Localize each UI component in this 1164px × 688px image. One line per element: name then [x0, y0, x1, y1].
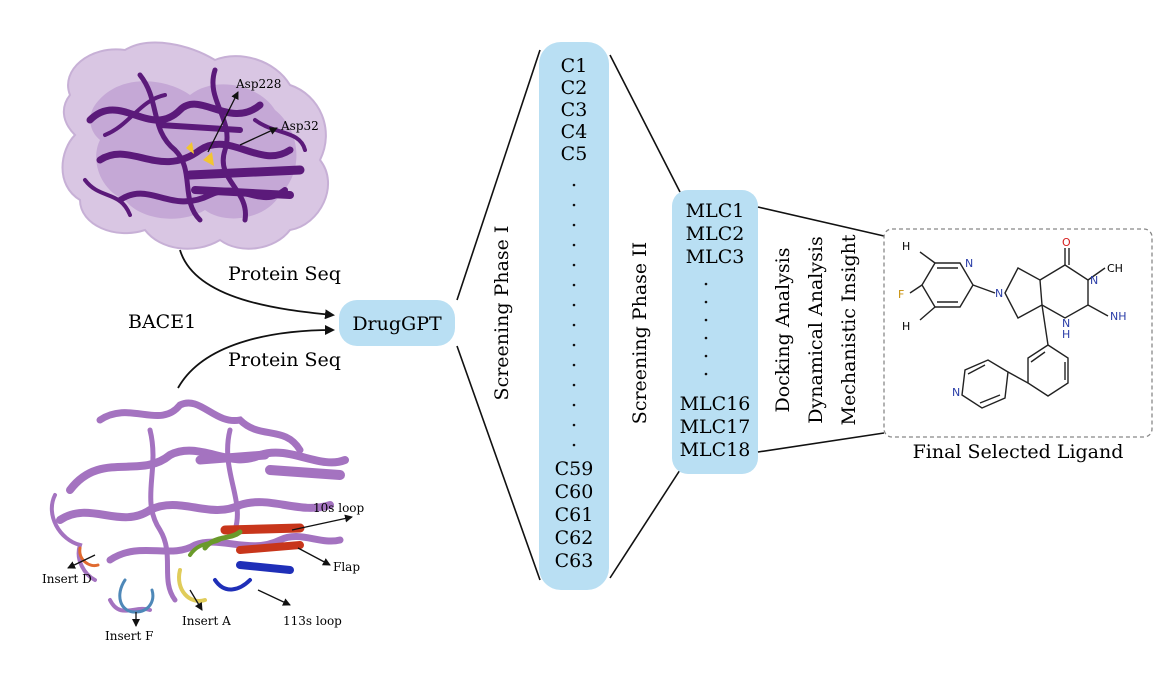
dynamical-analysis-label: Dynamical Analysis — [805, 236, 827, 423]
druggpt-box — [339, 300, 455, 346]
ligand-atoms: H H F N N O N CH N H NH N — [898, 236, 1127, 399]
protein-cartoon-structure — [49, 399, 349, 614]
atom-label: CH — [1107, 262, 1123, 275]
atom-label: N — [995, 287, 1003, 300]
atom-label: H — [1062, 328, 1070, 341]
mlc-ellipsis — [704, 282, 708, 376]
atom-label: F — [898, 288, 904, 301]
mlc-column — [672, 190, 758, 474]
protein-seq-label-bottom: Protein Seq — [228, 349, 341, 371]
mlc-item: MLC2 — [686, 223, 745, 245]
asp228-label: Asp228 — [235, 77, 281, 91]
candidates-column — [539, 42, 609, 590]
atom-label: H — [902, 240, 910, 253]
asp32-label: Asp32 — [280, 119, 319, 133]
atom-label: N — [1090, 274, 1098, 287]
candidates-ellipsis — [572, 183, 576, 447]
protein-surface-structure — [61, 41, 330, 250]
loop-113s-label: 113s loop — [283, 614, 342, 628]
mlc-item: MLC1 — [686, 200, 745, 222]
candidate-item: C60 — [555, 481, 594, 503]
ligand-caption: Final Selected Ligand — [913, 441, 1124, 463]
atom-label: O — [1062, 236, 1071, 249]
screening-phase-2-label: Screening Phase II — [629, 242, 651, 424]
docking-analysis-label: Docking Analysis — [772, 247, 794, 412]
mlc-item: MLC3 — [686, 246, 745, 268]
ligand-structure — [909, 248, 1109, 409]
mlc-item: MLC16 — [680, 393, 751, 415]
druggpt-label: DrugGPT — [352, 313, 442, 335]
target-label: BACE1 — [128, 311, 196, 333]
candidate-item: C3 — [561, 99, 588, 121]
candidate-item: C1 — [561, 55, 588, 77]
candidate-item: C4 — [561, 121, 588, 143]
protein-seq-label-top: Protein Seq — [228, 263, 341, 285]
flap-label: Flap — [333, 560, 360, 574]
candidate-item: C2 — [561, 77, 588, 99]
insert-a-label: Insert A — [182, 614, 231, 628]
insert-d-label: Insert D — [42, 572, 92, 586]
candidate-item: C62 — [555, 527, 594, 549]
atom-label: N — [965, 257, 973, 270]
candidate-item: C63 — [555, 550, 594, 572]
atom-label: N — [952, 386, 960, 399]
atom-label: NH — [1110, 310, 1127, 323]
insert-f-label: Insert F — [105, 629, 153, 643]
mlc-item: MLC17 — [680, 416, 751, 438]
screening-phase-1-label: Screening Phase I — [491, 226, 513, 401]
candidate-item: C61 — [555, 504, 594, 526]
atom-label: H — [902, 320, 910, 333]
loop-10s-label: 10s loop — [313, 501, 365, 515]
ligand-box — [883, 228, 1153, 438]
atom-label: N — [1062, 317, 1070, 330]
candidate-item: C59 — [555, 458, 594, 480]
mechanistic-insight-label: Mechanistic Insight — [838, 234, 860, 425]
mlc-item: MLC18 — [680, 439, 751, 461]
candidate-item: C5 — [561, 143, 588, 165]
